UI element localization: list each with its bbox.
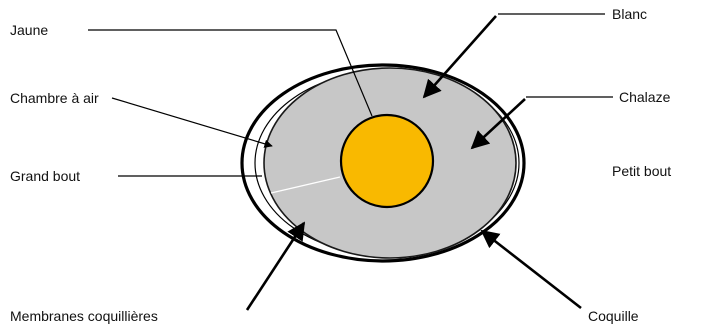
- membranes-leader: [247, 223, 304, 310]
- coquille-leader: [482, 231, 581, 308]
- label-chambre-a-air: Chambre à air: [10, 90, 99, 106]
- egg-yolk: [341, 115, 433, 207]
- label-jaune: Jaune: [10, 22, 48, 38]
- chambre-a-air-leader: [112, 98, 272, 146]
- label-petit-bout: Petit bout: [612, 163, 671, 179]
- label-coquille: Coquille: [588, 308, 639, 324]
- label-chalaze: Chalaze: [619, 89, 671, 105]
- label-blanc: Blanc: [612, 6, 647, 22]
- label-membranes-coquillieres: Membranes coquillières: [10, 308, 158, 324]
- label-grand-bout: Grand bout: [10, 168, 80, 184]
